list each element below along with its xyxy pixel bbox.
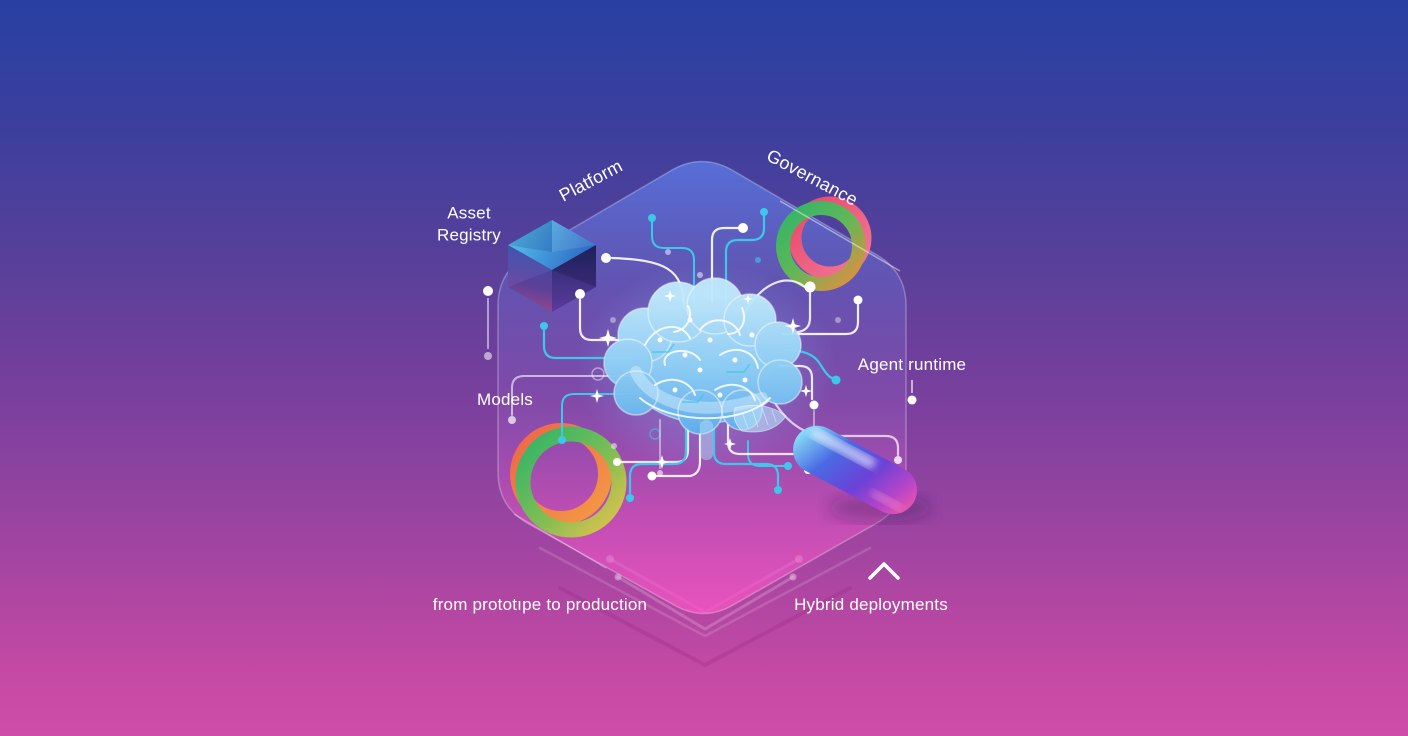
models-label: Models (476, 390, 534, 409)
tagline-label: from prototıpe to production (432, 595, 648, 614)
agent-runtime-label: Agent runtime (857, 355, 967, 374)
hybrid-deployments-label: Hybrid deployments (794, 595, 948, 614)
circuit-brain-icon (603, 277, 803, 460)
chevron-up-icon (868, 562, 900, 580)
asset-registry-connector (483, 286, 493, 360)
governance-ring-icon (776, 196, 872, 291)
sparkle-icons (590, 290, 812, 469)
hexagon-edge-highlight (513, 200, 901, 569)
cube-icon (508, 220, 596, 312)
agent-runtime-connector (907, 380, 917, 405)
asset-registry-label: Asset Registry (437, 202, 501, 246)
circuit-trace-lines (508, 208, 902, 502)
asset-registry-label-line2: Registry (437, 225, 501, 244)
asset-registry-label-line1: Asset (447, 203, 491, 223)
glossy-capsule-icon (793, 425, 932, 522)
